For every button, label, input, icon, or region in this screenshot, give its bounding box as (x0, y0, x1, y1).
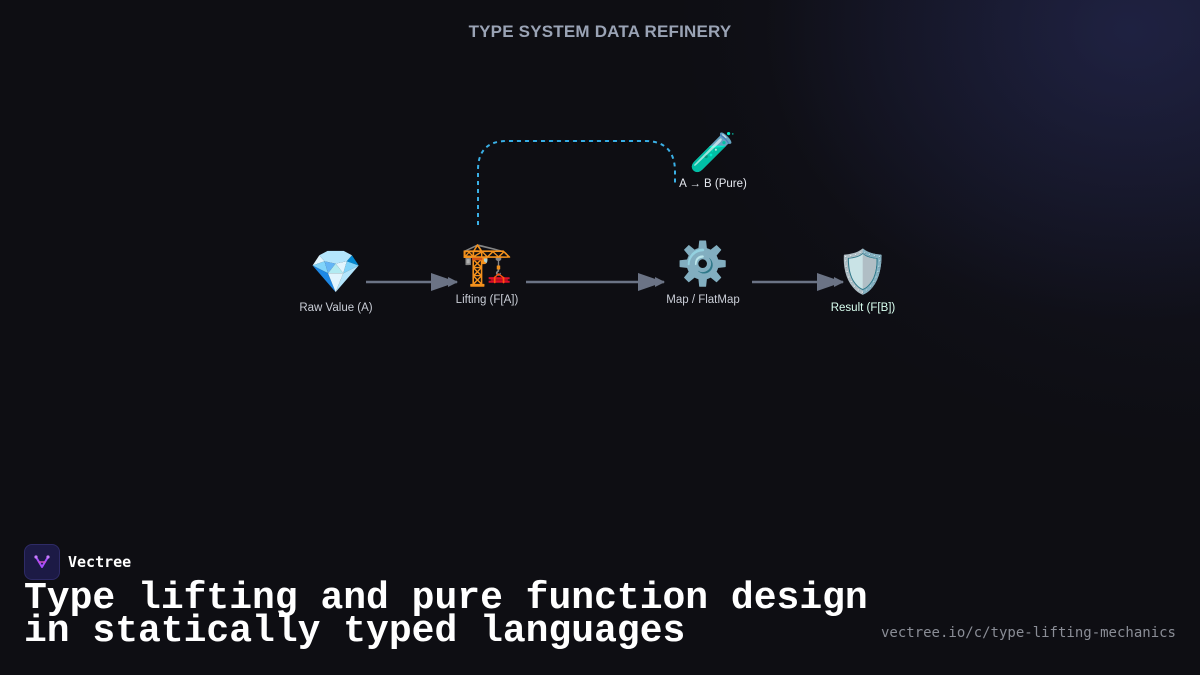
arrowhead-result (817, 273, 843, 291)
node-raw: 💎 Raw Value (A) (299, 247, 373, 315)
node-label-pure: A → B (Pure) (679, 178, 747, 190)
node-map: ⚙️ Map / FlatMap (666, 239, 740, 307)
gear-icon: ⚙️ (676, 239, 730, 288)
test-tube-icon: 🧪 (689, 130, 737, 174)
arrowhead-lifting (431, 273, 457, 291)
headline: Type lifting and pure function design in… (24, 577, 924, 653)
node-label-map: Map / FlatMap (666, 294, 740, 306)
headline-line-1: Type lifting and pure function design (24, 577, 868, 620)
vectree-logo-icon (24, 544, 60, 580)
node-label-lifting: Lifting (F[A]) (455, 294, 519, 306)
node-lifting: 🏗️ Lifting (F[A]) (455, 239, 519, 307)
brand: Vectree (24, 544, 131, 580)
diagram-title: TYPE SYSTEM DATA REFINERY (468, 22, 732, 41)
node-label-raw: Raw Value (A) (299, 302, 373, 314)
source-url[interactable]: vectree.io/c/type-lifting-mechanics (880, 625, 1176, 641)
crane-icon: 🏗️ (460, 239, 514, 288)
node-label-result: Result (F[B]) (830, 302, 896, 314)
brand-name: Vectree (68, 553, 132, 571)
gem-icon: 💎 (309, 247, 363, 296)
arrowhead-map (638, 273, 664, 291)
edge-lifting-to-pure (477, 140, 676, 225)
node-pure: 🧪 A → B (Pure) (679, 130, 747, 190)
node-result: 🛡️ Result (F[B]) (830, 247, 896, 315)
headline-line-2: in statically typed languages (24, 610, 686, 653)
shield-icon: 🛡️ (836, 247, 890, 296)
